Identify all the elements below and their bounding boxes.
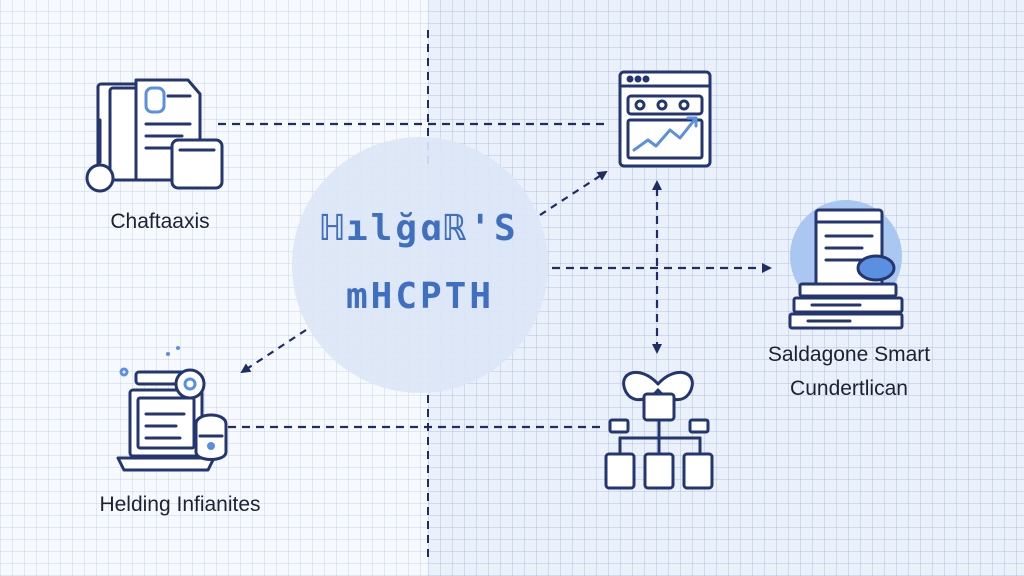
arrow-to-bottom-left xyxy=(240,329,307,374)
label-bottom-left: Helding Infianites xyxy=(99,493,261,516)
browser-chart-icon xyxy=(618,70,712,168)
arrow-to-top-right xyxy=(539,170,608,216)
label-mid-right-line2: Cundertlican xyxy=(790,377,908,400)
center-title-line2: mHCPTH xyxy=(345,276,495,317)
laptop-gear-icon xyxy=(116,346,228,472)
label-mid-right-line1: Saldagone Smart xyxy=(767,343,931,366)
label-top-left: Chaftaaxis xyxy=(110,210,210,233)
book-stack-icon xyxy=(788,200,904,330)
center-circle xyxy=(292,137,548,393)
network-hierarchy-icon xyxy=(604,371,714,490)
document-stack-icon xyxy=(85,78,224,193)
center-title-line1: ℍılğɑℝ'S xyxy=(321,208,519,249)
